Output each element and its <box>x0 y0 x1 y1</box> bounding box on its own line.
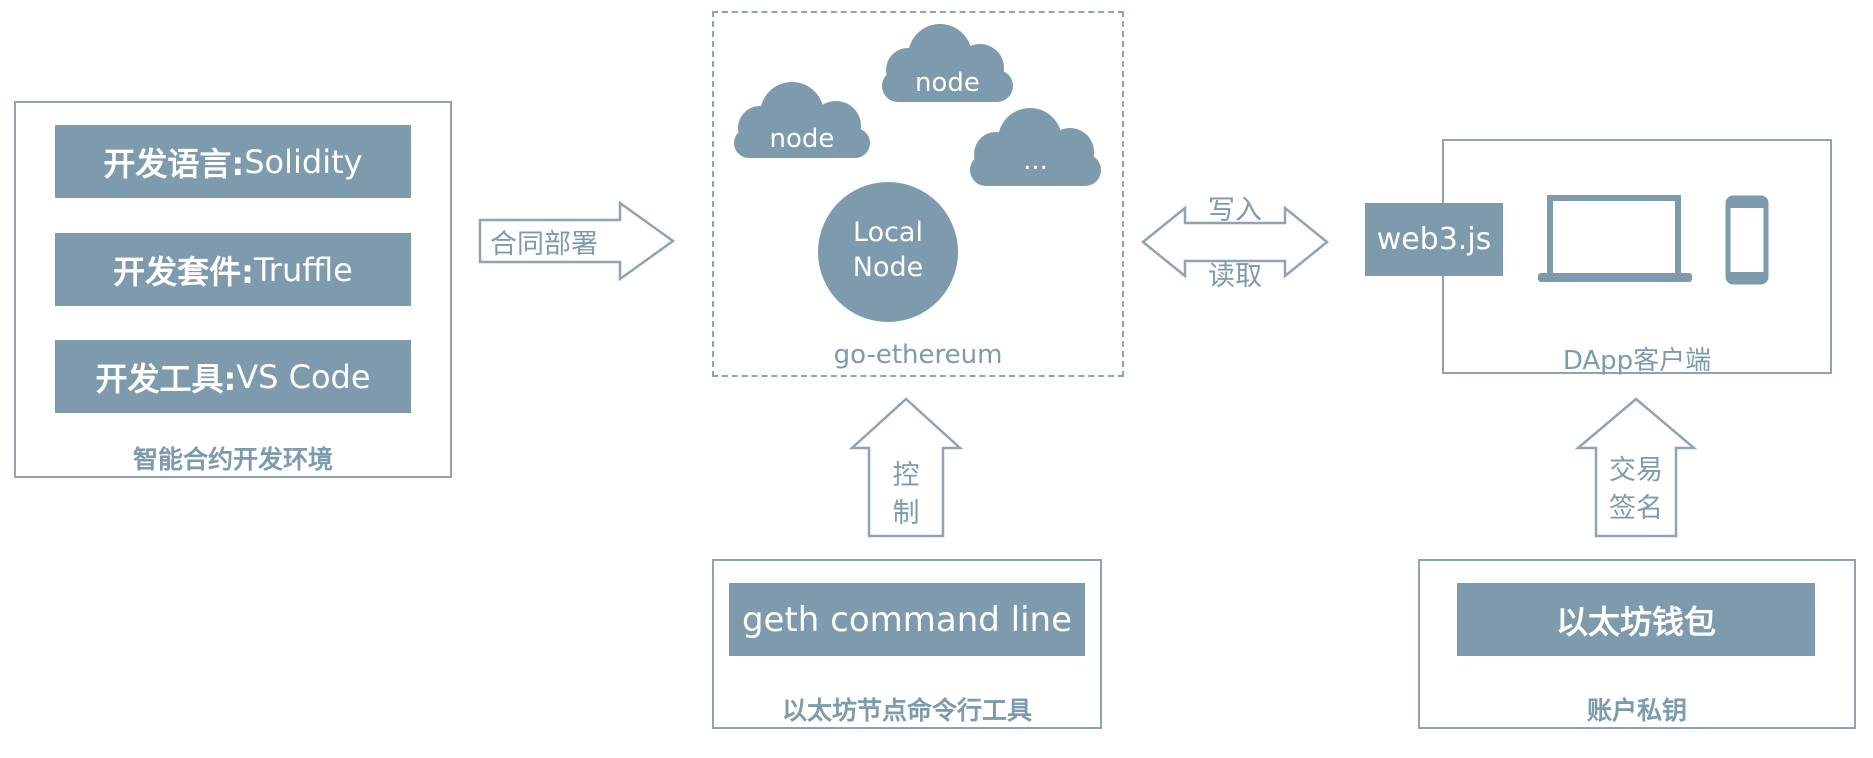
dev-environment-caption: 智能合约开发环境 <box>132 445 333 474</box>
web3js-block: web3.js <box>1365 203 1503 276</box>
geth-panel <box>712 559 1102 729</box>
dev-tool-value: VS Code <box>236 357 371 396</box>
go-ethereum-panel <box>712 11 1124 377</box>
wallet-panel <box>1418 559 1856 729</box>
geth-command-line-block: geth command line <box>729 583 1085 656</box>
dev-language-label: 开发语言: <box>103 144 245 183</box>
cloud-node-icon-2 <box>882 24 1013 102</box>
dev-language-block: 开发语言: Solidity <box>55 125 411 198</box>
control-label-line-2: 制 <box>892 498 920 529</box>
local-node-label-line-1: Local <box>853 217 923 248</box>
read-write-arrow <box>1141 205 1329 279</box>
dev-suite-value: Truffle <box>253 250 353 289</box>
cloud-more-icon <box>970 108 1101 186</box>
laptop-icon <box>1538 195 1692 282</box>
dev-suite-label: 开发套件: <box>113 252 254 291</box>
node-label-2: node <box>915 68 980 98</box>
read-label: 读取 <box>1208 261 1262 292</box>
sign-arrow <box>1574 397 1698 538</box>
dev-suite-block: 开发套件:Truffle <box>55 233 411 306</box>
dev-language-value: Solidity <box>244 142 363 181</box>
control-arrow <box>848 397 964 538</box>
control-label-line-1: 控 <box>892 460 920 491</box>
dev-environment-panel <box>14 101 452 478</box>
ethereum-wallet-block: 以太坊钱包 <box>1457 583 1815 656</box>
write-label: 写入 <box>1208 195 1262 226</box>
dev-tool-label: 开发工具: <box>95 359 237 398</box>
cloud-node-icon-1 <box>734 82 870 158</box>
dapp-client-caption: DApp客户端 <box>1562 346 1712 376</box>
node-label-1: node <box>769 124 835 154</box>
sign-label-line-2: 签名 <box>1609 493 1663 524</box>
sign-label-line-1: 交易 <box>1609 455 1663 486</box>
node-label-more: ... <box>1023 146 1048 176</box>
phone-icon <box>1725 195 1769 285</box>
deploy-arrow <box>478 200 676 282</box>
geth-caption: 以太坊节点命令行工具 <box>781 696 1032 725</box>
go-ethereum-caption: go-ethereum <box>833 340 1003 370</box>
local-node-label-line-2: Node <box>852 252 924 283</box>
deploy-arrow-label: 合同部署 <box>490 229 598 260</box>
dev-tool-block: 开发工具:VS Code <box>55 340 411 413</box>
wallet-caption: 账户私钥 <box>1586 696 1687 725</box>
local-node-circle <box>818 182 958 322</box>
